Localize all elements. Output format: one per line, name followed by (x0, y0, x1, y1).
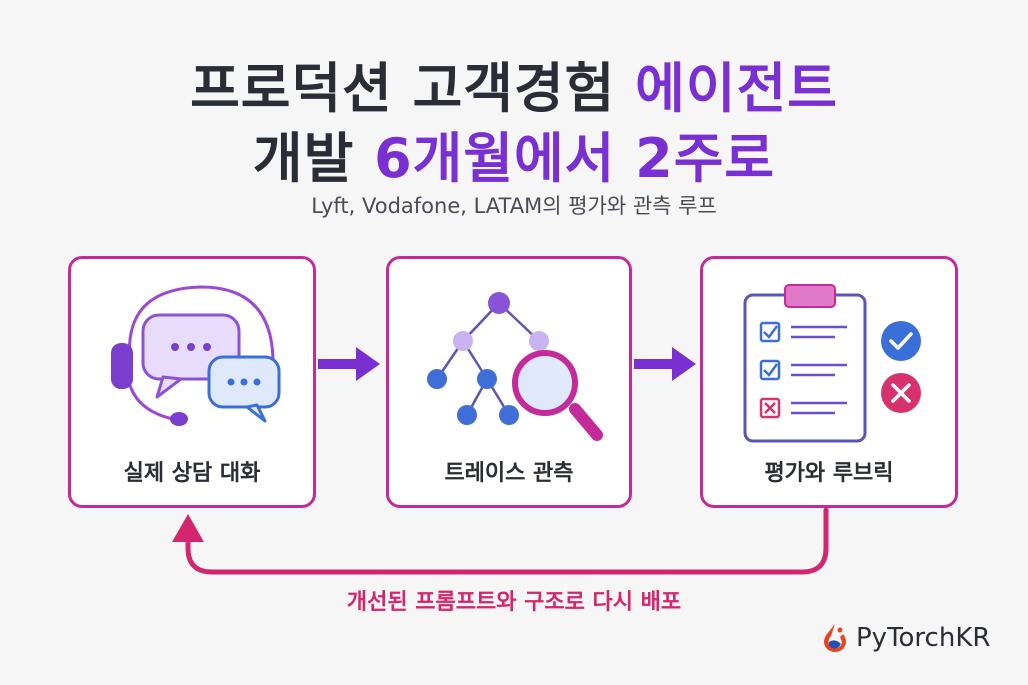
step-card-trace: 트레이스 관측 (386, 256, 632, 508)
arrow-right-icon (318, 347, 380, 381)
loop-label: 개선된 프롬프트와 구조로 다시 배포 (346, 590, 682, 615)
step-label-conversations: 실제 상담 대화 (123, 461, 261, 486)
title-line-2-plain: 개발 (252, 127, 375, 190)
subtitle: Lyft, Vodafone, LATAM의 평가와 관측 루프 (311, 194, 717, 218)
title-line-1: 프로덕션 고객경험 에이전트 (0, 44, 1028, 123)
support-chat-icon (111, 285, 281, 426)
step-card-conversations: 실제 상담 대화 (68, 256, 316, 508)
rubric-clipboard-icon (743, 284, 921, 443)
title-line-1-plain: 프로덕션 고객경험 (190, 57, 636, 120)
flame-logo-icon (824, 624, 846, 652)
brand-text: PyTorchKR (856, 623, 991, 653)
arrow-right-icon (634, 347, 696, 381)
step-label-evaluation: 평가와 루브릭 (764, 461, 894, 486)
title-line-2: 개발 6개월에서 2주로 (0, 114, 1028, 193)
title-line-1-accent: 에이전트 (635, 57, 838, 120)
step-card-evaluation: 평가와 루브릭 (700, 256, 958, 508)
step-label-trace: 트레이스 관측 (444, 461, 574, 486)
trace-tree-search-icon (427, 292, 603, 441)
brand-logo: PyTorchKR (822, 620, 990, 656)
title-line-2-accent: 6개월에서 2주로 (374, 127, 776, 190)
